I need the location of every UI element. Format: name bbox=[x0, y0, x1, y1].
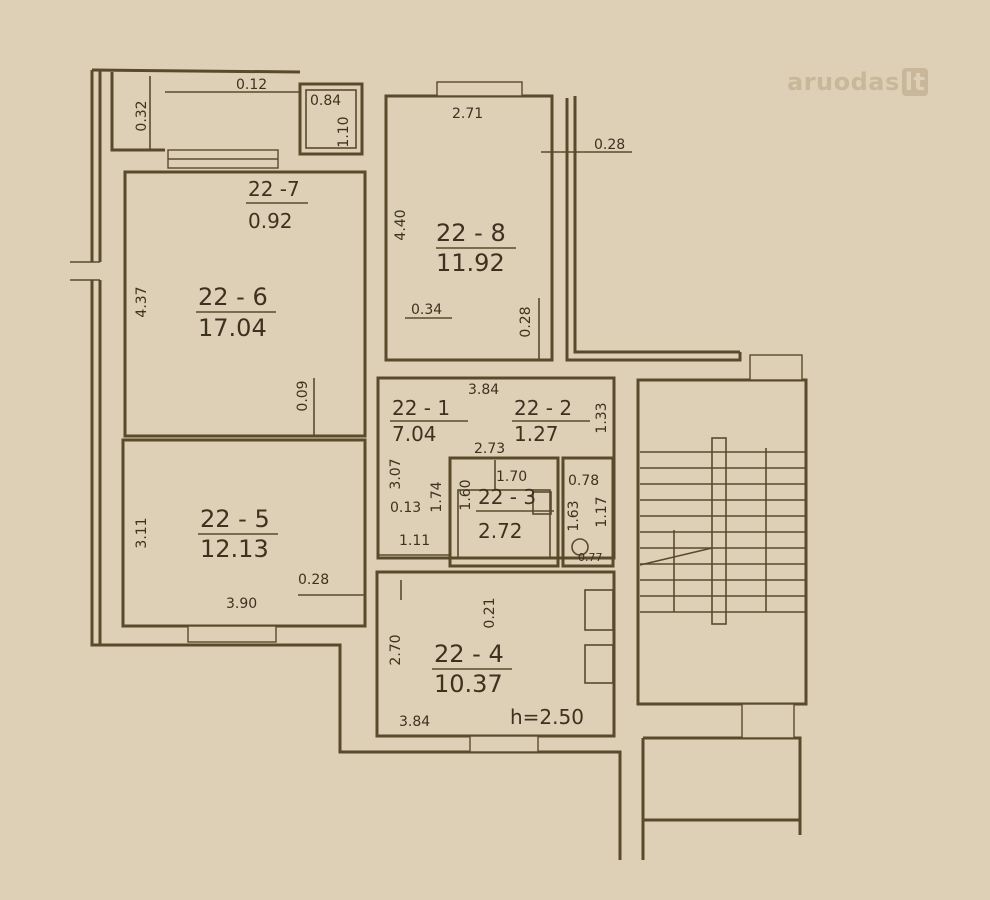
sink bbox=[532, 491, 552, 515]
dim-311: 3.11 bbox=[134, 517, 150, 548]
dim-271: 2.71 bbox=[452, 106, 483, 122]
bathtub bbox=[457, 489, 551, 559]
window-room-22-8 bbox=[436, 81, 523, 97]
room-22-8-id: 22 - 8 bbox=[436, 219, 506, 247]
logo-tld: lt bbox=[901, 68, 929, 96]
dim-174: 1.74 bbox=[429, 481, 445, 512]
dim-032: 0.32 bbox=[134, 100, 150, 131]
room-22-2-area: 1.27 bbox=[514, 422, 559, 446]
dim-111: 1.11 bbox=[399, 533, 430, 549]
dim-163: 1.63 bbox=[566, 500, 582, 531]
wc-walls bbox=[561, 456, 615, 568]
dim-384-bot: 3.84 bbox=[399, 714, 430, 730]
dim-160: 1.60 bbox=[458, 479, 474, 510]
dim-028-mid: 0.28 bbox=[518, 306, 534, 337]
dim-390: 3.90 bbox=[226, 596, 257, 612]
dim-384-top: 3.84 bbox=[468, 382, 499, 398]
room-22-1-id: 22 - 1 bbox=[392, 396, 450, 420]
wall-right-of-22-8 bbox=[565, 96, 742, 362]
room-22-3-walls bbox=[448, 456, 560, 568]
dim-133: 1.33 bbox=[594, 402, 610, 433]
room-22-1-area: 7.04 bbox=[392, 422, 437, 446]
dim-012: 0.12 bbox=[236, 77, 267, 93]
outer-wall-left bbox=[90, 70, 622, 860]
room-22-4-area: 10.37 bbox=[434, 670, 503, 698]
window-stairwell-top bbox=[749, 354, 803, 381]
room-22-7-walls bbox=[298, 82, 364, 156]
dim-078: 0.78 bbox=[568, 473, 599, 489]
stairwell-lower bbox=[641, 736, 802, 860]
stair-break bbox=[639, 547, 713, 566]
dim-440: 4.40 bbox=[393, 209, 409, 240]
dim-117: 1.17 bbox=[594, 496, 610, 527]
dim-021: 0.21 bbox=[482, 597, 498, 628]
kitchen-stove bbox=[584, 644, 614, 684]
room-22-8-area: 11.92 bbox=[436, 249, 505, 277]
window-room-22-4 bbox=[469, 735, 539, 753]
dim-270: 2.70 bbox=[388, 634, 404, 665]
ceiling-height: h=2.50 bbox=[510, 705, 584, 729]
kitchen-counter bbox=[584, 589, 614, 631]
stair-rail bbox=[711, 437, 727, 625]
room-22-6-area: 17.04 bbox=[198, 314, 267, 342]
dim-170: 1.70 bbox=[496, 469, 527, 485]
stairwell-walls bbox=[636, 378, 808, 706]
dim-084: 0.84 bbox=[310, 93, 341, 109]
dim-273: 2.73 bbox=[474, 441, 505, 457]
dim-307: 3.07 bbox=[388, 458, 404, 489]
dim-009: 0.09 bbox=[295, 380, 311, 411]
outer-wall-top bbox=[91, 68, 301, 152]
toilet bbox=[571, 538, 589, 556]
room-22-7-id: 22 -7 bbox=[248, 177, 300, 201]
window-stairwell bbox=[741, 703, 795, 739]
dim-013: 0.13 bbox=[390, 500, 421, 516]
room-22-5-area: 12.13 bbox=[200, 535, 269, 563]
dim-028-low: 0.28 bbox=[298, 572, 329, 588]
dim-110: 1.10 bbox=[336, 116, 352, 147]
room-22-4-id: 22 - 4 bbox=[434, 640, 504, 668]
room-22-7-inner bbox=[305, 89, 357, 149]
dim-077: 0.77 bbox=[578, 551, 603, 564]
dim-034: 0.34 bbox=[411, 302, 442, 318]
room-22-3-area: 2.72 bbox=[478, 519, 523, 543]
room-22-5-id: 22 - 5 bbox=[200, 505, 270, 533]
room-22-7-area: 0.92 bbox=[248, 209, 293, 233]
room-22-2-id: 22 - 2 bbox=[514, 396, 572, 420]
dim-028-top: 0.28 bbox=[594, 137, 625, 153]
room-22-6-id: 22 - 6 bbox=[198, 283, 268, 311]
logo-text: aruodas bbox=[787, 68, 900, 96]
dimension-lines bbox=[149, 76, 632, 600]
room-22-6-walls bbox=[123, 170, 367, 438]
window-room-22-5 bbox=[187, 625, 277, 643]
room-22-3-id: 22 - 3 bbox=[478, 485, 536, 509]
stair-steps bbox=[640, 451, 806, 613]
dim-437: 4.37 bbox=[134, 286, 150, 317]
